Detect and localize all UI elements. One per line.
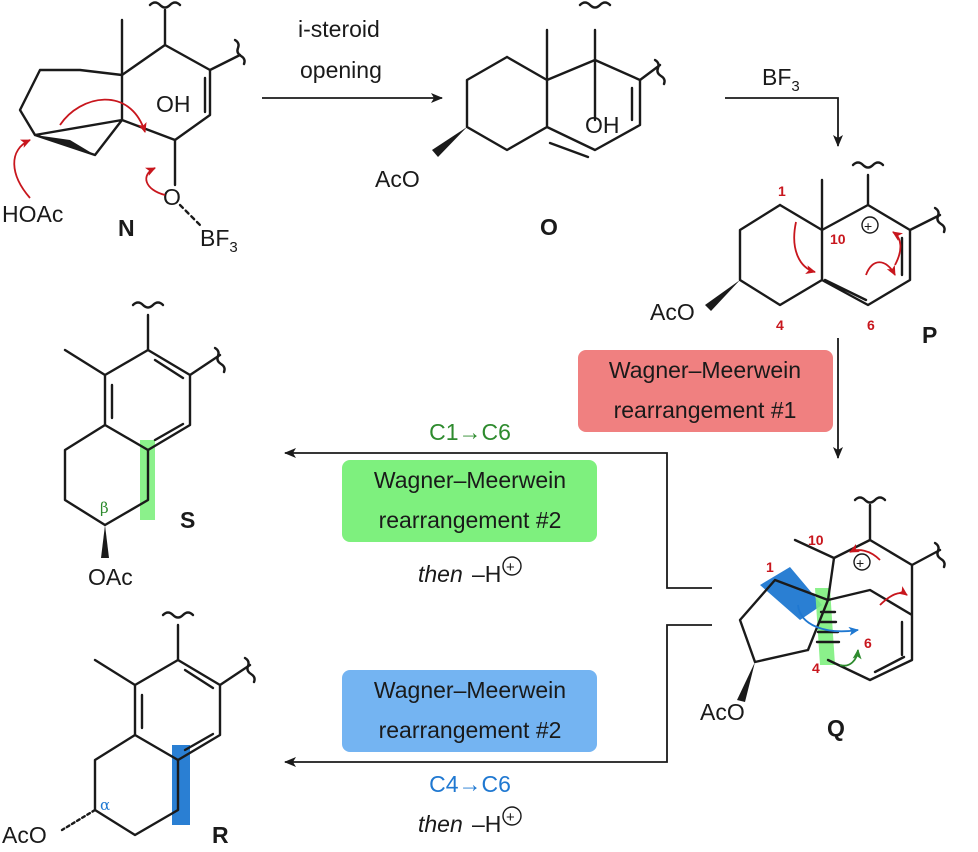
step-q-to-s-minus-h: –H — [472, 561, 501, 587]
p-curved-arrow-2 — [865, 261, 896, 276]
o-oh-label: OH — [585, 112, 620, 138]
arrow-q-to-r — [284, 624, 712, 767]
svg-text:+: + — [506, 809, 515, 826]
step-o-to-p: BF3 — [725, 64, 843, 147]
q-cation-symbol — [853, 553, 871, 571]
step-o-to-p-reagent: BF3 — [762, 64, 800, 95]
r-blue-highlight — [172, 745, 190, 825]
step-n-to-o-line2: opening — [300, 57, 382, 83]
q-curved-arrow-1 — [849, 543, 881, 561]
o-aco-label: AcO — [375, 166, 420, 192]
arrow-o-to-p — [725, 97, 843, 147]
r-aco-label: AcO — [2, 822, 47, 848]
r-alpha-label: α — [100, 796, 110, 814]
p-num-6: 6 — [867, 317, 875, 333]
q-curved-arrow-blue — [797, 604, 859, 636]
step-q-to-s-shift: C1→C6 — [429, 419, 511, 445]
step-q-to-r-box — [342, 670, 597, 752]
q-num-10: 10 — [808, 532, 824, 548]
step-q-to-s: C1→C6 Wagner–Meerwein rearrangement #2 t… — [284, 419, 712, 589]
step-q-to-s-then: then — [418, 561, 463, 587]
q-compound-label: Q — [827, 715, 845, 741]
compound-P: + 1 10 4 6 AcO P — [650, 161, 946, 348]
n-oh-label: OH — [156, 91, 191, 117]
p-cation-symbol — [861, 216, 879, 234]
n-curved-arrow-hoac — [13, 139, 31, 199]
svg-text:+: + — [506, 559, 515, 576]
p-aco-label: AcO — [650, 299, 695, 325]
compound-N: OH O BF3 HOAc N — [2, 1, 246, 256]
svg-text:+: + — [856, 555, 864, 571]
step-q-to-s-line2: rearrangement #2 — [379, 507, 562, 533]
p-compound-label: P — [922, 322, 937, 348]
step-q-to-r-line2: rearrangement #2 — [379, 717, 562, 743]
q-num-6: 6 — [864, 635, 872, 651]
n-curved-arrow-ring — [59, 98, 147, 133]
compound-O: OH AcO O — [375, 1, 666, 240]
q-green-highlight — [815, 588, 835, 665]
compound-S: β OAc S — [63, 301, 226, 590]
step-p-to-q-line1: Wagner–Meerwein — [609, 357, 801, 383]
arrow-q-to-s — [284, 448, 712, 589]
s-compound-label: S — [180, 507, 195, 533]
q-curved-arrow-2 — [879, 586, 908, 606]
s-oac-label: OAc — [88, 564, 133, 590]
step-n-to-o-line1: i-steroid — [298, 16, 380, 42]
n-o-label: O — [163, 184, 181, 210]
q-num-1: 1 — [766, 559, 774, 575]
n-curved-arrow-o — [144, 167, 166, 196]
r-compound-label: R — [212, 822, 229, 848]
n-compound-label: N — [118, 215, 135, 241]
n-bf3-label: BF3 — [200, 225, 238, 256]
p-curved-arrow-1 — [793, 221, 816, 275]
p-num-10: 10 — [830, 231, 846, 247]
s-beta-label: β — [100, 499, 109, 517]
q-num-4: 4 — [812, 660, 820, 676]
compound-Q: + 1 10 4 6 AcO Q — [700, 496, 946, 741]
o-compound-label: O — [540, 214, 558, 240]
step-p-to-q-line2: rearrangement #1 — [614, 397, 797, 423]
step-p-to-q: Wagner–Meerwein rearrangement #1 — [578, 338, 843, 459]
compound-R: α AcO R — [2, 611, 256, 848]
step-q-to-r-shift: C4→C6 — [429, 771, 511, 797]
step-n-to-o: i-steroid opening — [262, 16, 443, 103]
step-q-to-r: Wagner–Meerwein rearrangement #2 C4→C6 t… — [284, 624, 712, 837]
step-q-to-r-line1: Wagner–Meerwein — [374, 677, 566, 703]
step-q-to-r-then: then — [418, 811, 463, 837]
step-q-to-s-line1: Wagner–Meerwein — [374, 467, 566, 493]
p-num-4: 4 — [776, 317, 784, 333]
step-q-to-s-box — [342, 460, 597, 542]
p-curved-arrow-3 — [892, 231, 903, 266]
step-p-to-q-box — [578, 350, 833, 432]
n-hoac-label: HOAc — [2, 201, 63, 227]
p-num-1: 1 — [778, 183, 786, 199]
step-q-to-r-minus-h: –H — [472, 811, 501, 837]
q-curved-arrow-green — [839, 649, 862, 667]
svg-text:+: + — [864, 218, 872, 234]
q-aco-label: AcO — [700, 699, 745, 725]
